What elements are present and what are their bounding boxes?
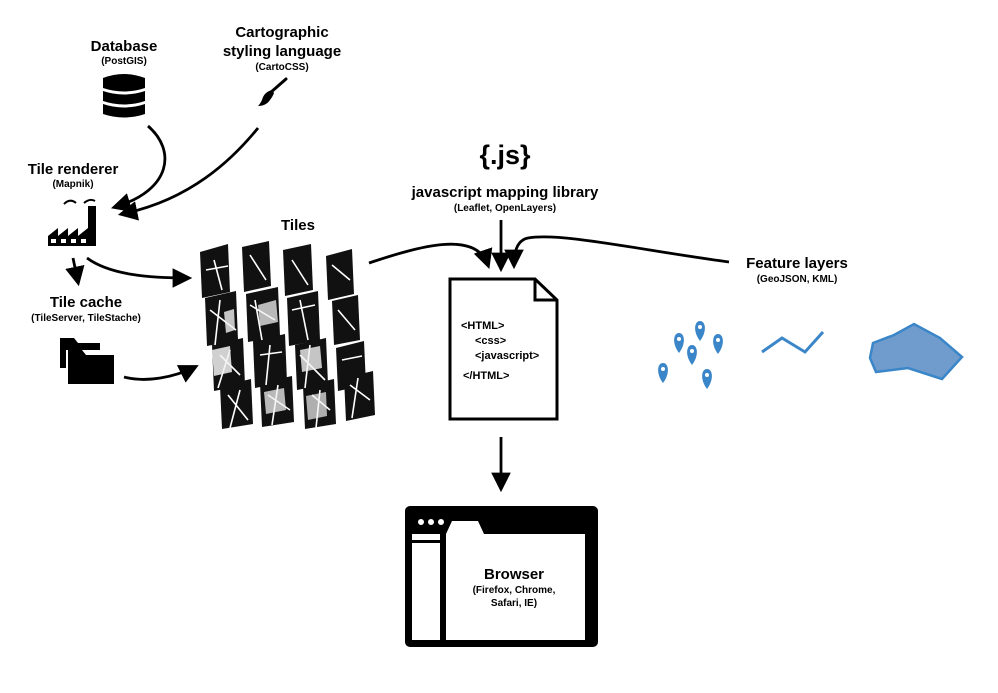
styling-node: Cartographic styling language (CartoCSS) bbox=[223, 24, 341, 106]
styling-subtitle: (CartoCSS) bbox=[255, 62, 308, 73]
map-pins-icon bbox=[658, 321, 723, 389]
code-line-html-close: </HTML> bbox=[463, 370, 509, 382]
arrow-renderer-to-cache bbox=[65, 257, 85, 287]
renderer-title: Tile renderer bbox=[28, 161, 119, 178]
database-icon bbox=[103, 74, 145, 118]
features-title: Feature layers bbox=[746, 255, 848, 272]
renderer-node: Tile renderer (Mapnik) bbox=[28, 161, 119, 246]
arrow-renderer-to-tiles bbox=[86, 256, 193, 288]
arrow-features-to-document bbox=[504, 235, 730, 270]
document-icon: <HTML> <css> <javascript> </HTML> bbox=[448, 277, 559, 421]
polyline-icon bbox=[761, 330, 825, 354]
code-line-css: <css> bbox=[475, 335, 506, 347]
cache-node: Tile cache (TileServer, TileStache) bbox=[31, 294, 141, 384]
polygon-icon bbox=[868, 322, 964, 381]
factory-icon bbox=[48, 198, 96, 246]
code-line-javascript: <javascript> bbox=[475, 350, 539, 362]
browser-window-icon: Browser (Firefox, Chrome, Safari, IE) bbox=[405, 506, 598, 647]
browser-subtitle-line1: (Firefox, Chrome, bbox=[473, 585, 556, 596]
jslib-node: {.js} javascript mapping library (Leafle… bbox=[411, 140, 599, 214]
arrow-tiles-to-document bbox=[368, 242, 493, 269]
code-line-html-open: <HTML> bbox=[461, 320, 504, 332]
arrow-styling-to-renderer bbox=[117, 127, 260, 221]
styling-title-line2: styling language bbox=[223, 43, 341, 60]
browser-title: Browser bbox=[484, 566, 544, 583]
cache-title: Tile cache bbox=[50, 294, 122, 311]
tiles-title: Tiles bbox=[281, 217, 315, 234]
map-tiles-icon bbox=[200, 241, 375, 429]
features-subtitle: (GeoJSON, KML) bbox=[757, 274, 838, 285]
jslib-subtitle: (Leaflet, OpenLayers) bbox=[454, 203, 556, 214]
paintbrush-icon bbox=[258, 77, 288, 106]
renderer-subtitle: (Mapnik) bbox=[52, 179, 93, 190]
database-node: Database (PostGIS) bbox=[91, 38, 158, 118]
arrow-database-to-renderer bbox=[110, 124, 167, 212]
folders-icon bbox=[60, 338, 114, 384]
tiles-node: Tiles bbox=[200, 217, 375, 429]
styling-title-line1: Cartographic bbox=[235, 24, 328, 41]
cache-subtitle: (TileServer, TileStache) bbox=[31, 313, 141, 324]
js-logo: {.js} bbox=[479, 140, 531, 170]
features-node: Feature layers (GeoJSON, KML) bbox=[658, 255, 964, 389]
jslib-title: javascript mapping library bbox=[411, 184, 599, 201]
arrow-cache-to-tiles bbox=[123, 365, 199, 383]
database-subtitle: (PostGIS) bbox=[101, 56, 147, 67]
database-title: Database bbox=[91, 38, 158, 55]
browser-subtitle-line2: Safari, IE) bbox=[491, 598, 537, 609]
